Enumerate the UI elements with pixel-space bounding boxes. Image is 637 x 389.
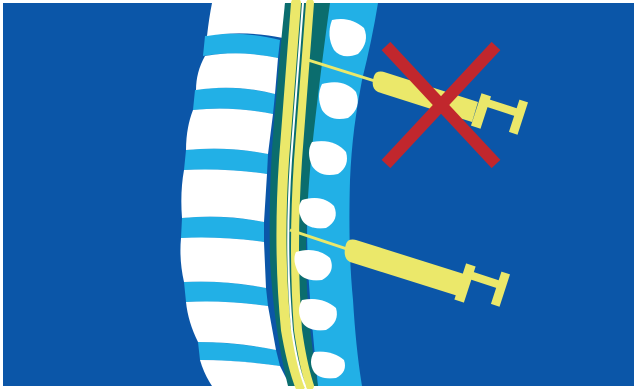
vertebra-1: [207, 3, 285, 38]
vertebra-4: [181, 170, 267, 223]
vertebra-2: [196, 53, 278, 94]
vertebra-5: [180, 238, 266, 289]
vertebra-3: [186, 109, 273, 154]
